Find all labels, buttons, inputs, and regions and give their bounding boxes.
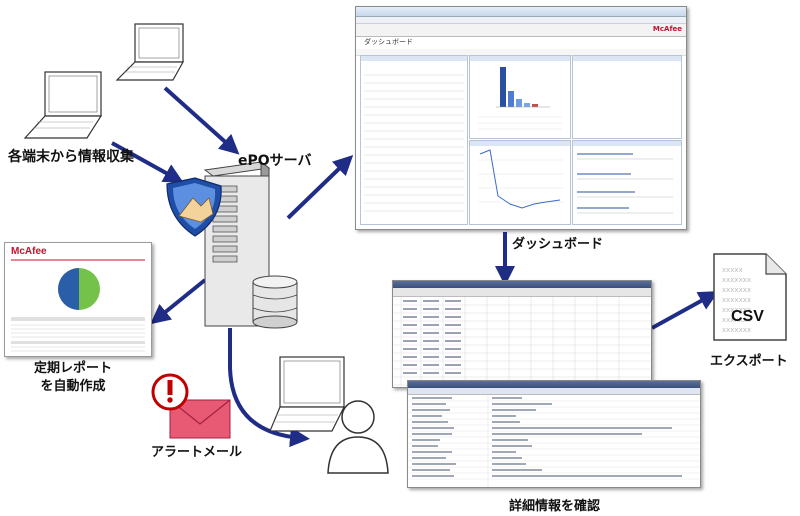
grid-rows [393,297,651,387]
panel-table-lines [364,74,464,212]
report-brand: McAfee [11,246,47,257]
alert-mail [151,373,231,439]
panel-text [572,55,682,139]
laptop-left [23,71,103,139]
laptop-top [115,23,185,81]
exclamation-icon [151,373,189,411]
panel-news [572,140,682,225]
panel-bar-chart [469,55,571,139]
detail-title-bar [408,381,700,388]
laptop-icon [270,356,345,432]
panel-line-chart [469,140,571,225]
app-menubar: McAfee [356,24,686,37]
news-lines [577,153,673,214]
arrow-server-to-dashboard [286,155,354,220]
grid-title-bar [393,281,651,288]
laptop-icon [23,71,103,139]
collect-label: 各端末から情報収集 [8,149,134,165]
grid-header [393,288,651,297]
browser-titlebar [356,7,686,17]
mcafee-shield-icon [166,177,222,237]
database-icon [252,275,298,329]
arrow-server-to-laptop3 [228,328,310,448]
svg-text:xxxxxxx: xxxxxxx [722,286,751,294]
svg-text:xxxxxxx: xxxxxxx [722,296,751,304]
report-content [11,259,145,352]
svg-text:xxxxxxx: xxxxxxx [722,316,751,324]
event-grid-screenshot [392,280,652,388]
mcafee-logo-small: McAfee [652,25,682,33]
dashboard-label: ダッシュボード [512,237,604,252]
detail-subheader [408,388,700,395]
svg-text:xxxxxxx: xxxxxxx [722,276,751,284]
admin-terminal [270,356,389,474]
report-document: McAfee [4,242,152,357]
arrow-server-to-report [150,278,207,325]
dashboard-screenshot: McAfee ダッシュボード [355,6,687,230]
user-icon [327,400,389,474]
arrow-grid-to-csv [651,291,719,330]
epo-server [166,161,298,329]
arrow-laptop1-to-server [163,86,240,155]
export-label: エクスポート [710,354,788,369]
svg-text:xxxxxxx: xxxxxxx [722,326,751,334]
detail-label: 詳細情報を確認 [509,499,601,514]
csv-text: CSV [731,308,764,325]
panel-table-left [360,55,468,225]
alert-label: アラートメール [151,445,243,460]
dashboard-title: ダッシュボード [356,37,686,49]
mini-line-chart [478,149,564,209]
detail-rows [408,395,700,487]
laptop-icon [115,23,185,81]
server-label: ePOサーバ [238,153,312,169]
detail-screenshot [407,380,701,488]
report-label: 定期レポート を自動作成 [34,361,113,394]
report-pie-blue [58,268,79,310]
svg-text:xxxxxxx: xxxxxxx [722,306,751,314]
mini-bar-chart [478,67,562,130]
svg-text:xxxxx: xxxxx [722,266,743,274]
arrow-laptop2-to-server [111,141,184,183]
browser-toolbar [356,17,686,24]
